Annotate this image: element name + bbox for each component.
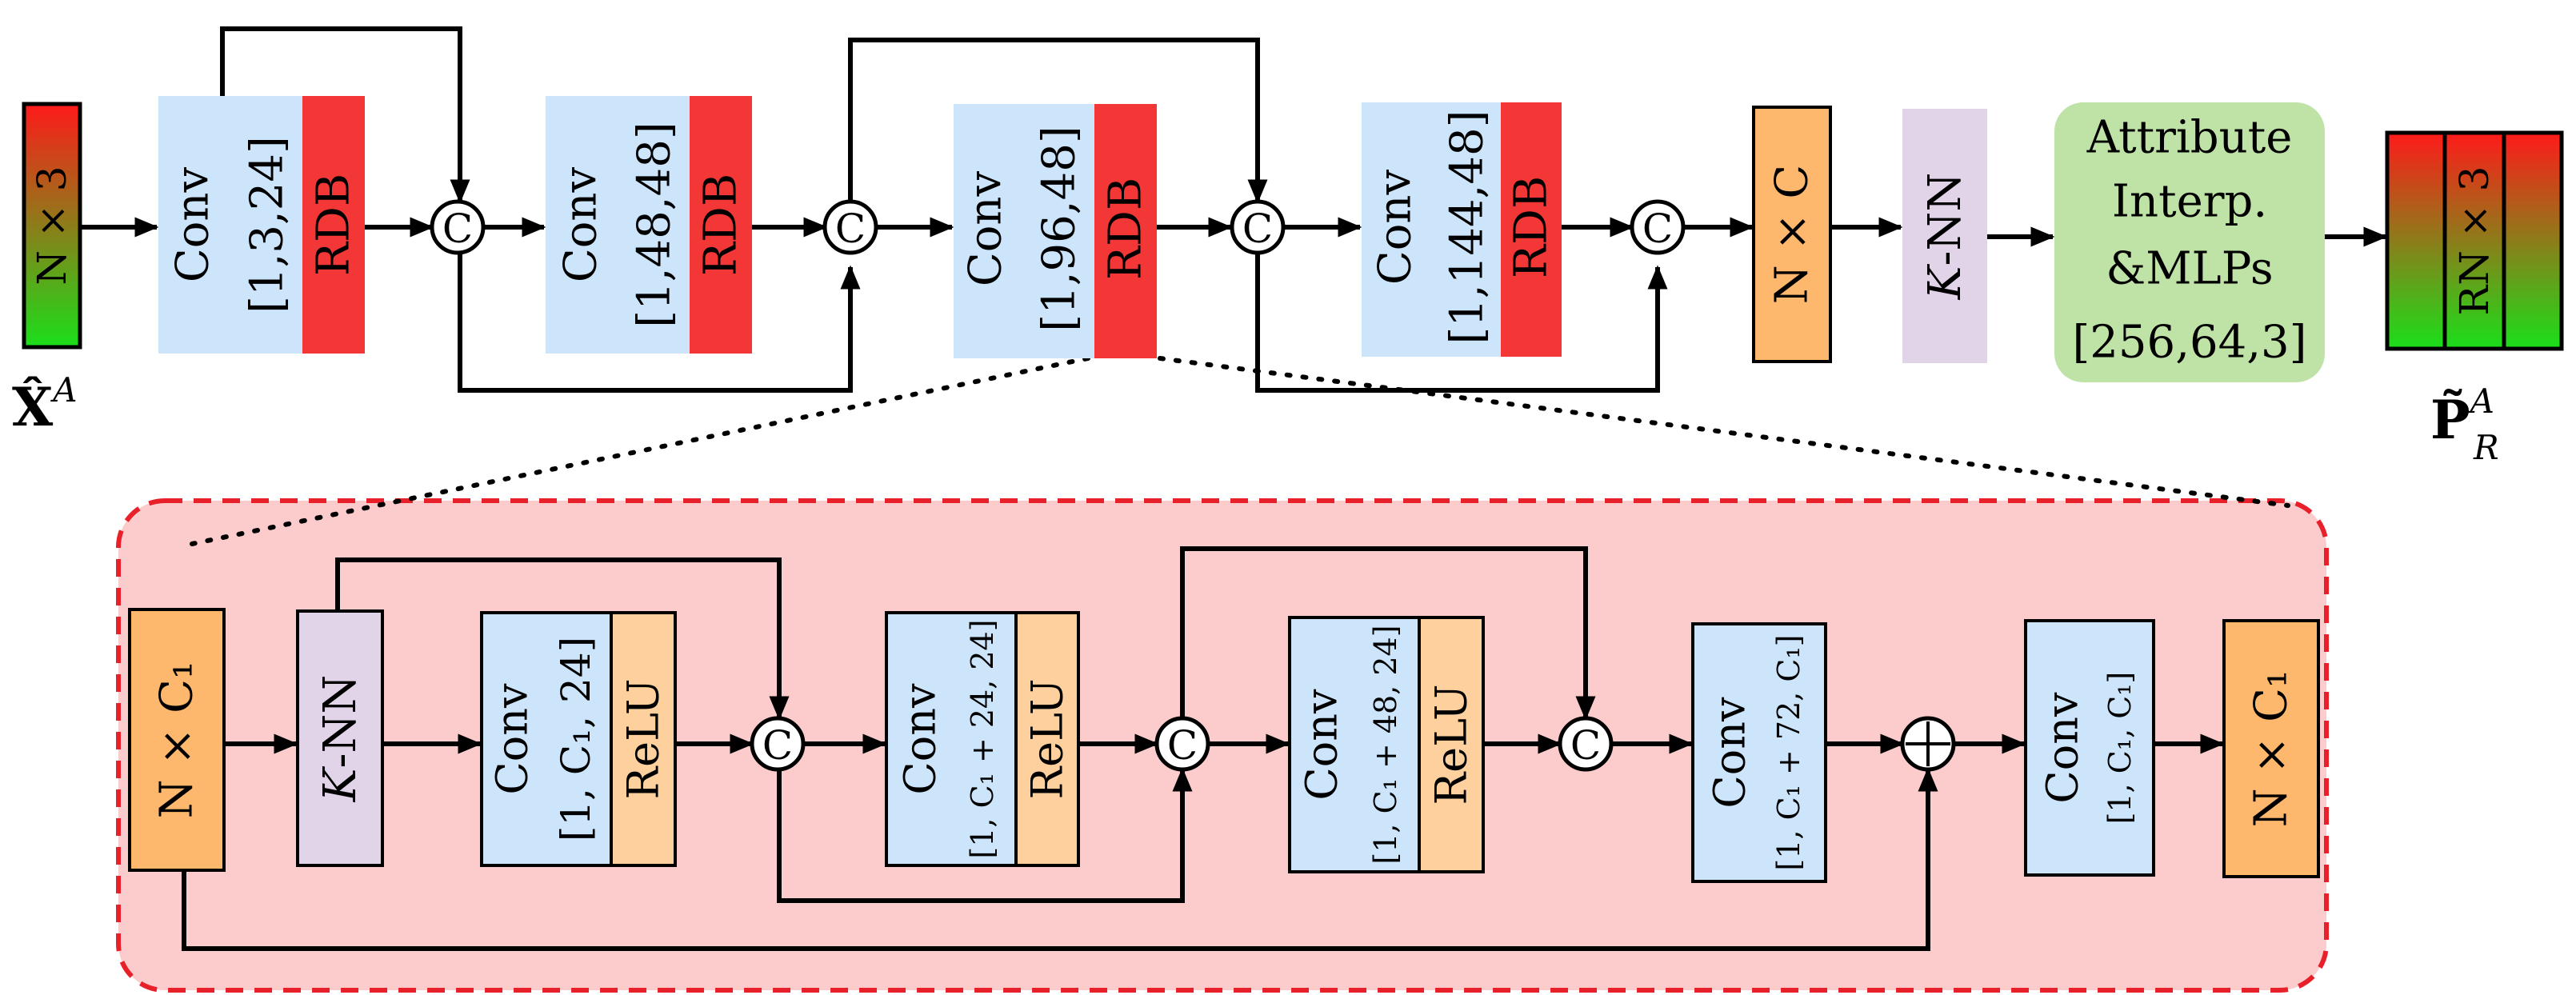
concat-node-2-symbol: C	[835, 206, 866, 252]
concat-node-1-symbol: C	[442, 206, 473, 252]
detail-concat-node-2-symbol: C	[1167, 722, 1198, 769]
attr-line-4: [256,64,3]	[2072, 317, 2306, 369]
detail-conv-block-4	[1691, 622, 1827, 883]
detail-conv-1-title: Conv	[487, 683, 538, 795]
detail-conv-block-3	[1288, 616, 1421, 873]
detail-conv-3-params: [1, C₁ + 48, 24]	[1368, 625, 1403, 864]
detail-knn-label: K-NN	[314, 675, 366, 803]
concat-node-4-symbol: C	[1642, 206, 1673, 252]
concat-node-3-symbol: C	[1242, 206, 1273, 252]
detail-conv-2-params: [1, C₁ + 24, 24]	[965, 619, 1000, 858]
rdb-block-3-label: RDB	[1100, 178, 1152, 280]
detail-nxc1-input-label: N × C₁	[151, 661, 203, 819]
rdb-block-2	[690, 96, 752, 354]
rdb-block-1-label: RDB	[308, 174, 360, 276]
knn-block-label: K-NN	[1919, 173, 1971, 301]
conv-block-1-params: [1,3,24]	[242, 136, 294, 314]
detail-concat-node-1	[750, 716, 806, 772]
output-shape-label: RN × 3	[2451, 166, 2498, 316]
detail-relu-1-label: ReLU	[618, 678, 669, 799]
attribute-interp-block	[2054, 102, 2325, 382]
conv-block-3-params: [1,96,48]	[1034, 126, 1086, 331]
detail-connections	[182, 546, 2225, 951]
knn-block	[1902, 109, 1987, 363]
detail-concat-node-2	[1154, 716, 1210, 772]
conv-block-1	[158, 96, 302, 354]
detail-relu-block-3	[1418, 616, 1485, 873]
conv-block-4	[1362, 102, 1501, 357]
rdb-block-4-label: RDB	[1506, 176, 1558, 278]
detail-conv-4-params: [1, C₁ + 72, C₁]	[1771, 634, 1806, 870]
rdb-block-2-label: RDB	[695, 174, 747, 276]
conv-block-3	[954, 104, 1094, 358]
detail-nxc1-output	[2222, 619, 2320, 878]
detail-knn-block	[296, 609, 384, 867]
detail-nxc1-output-label: N × C₁	[2246, 670, 2298, 828]
output-points-block	[2385, 130, 2564, 351]
rdb-block-3	[1094, 104, 1157, 358]
attr-line-3: &MLPs	[2106, 243, 2273, 295]
nxc-block-label: N × C	[1766, 165, 1818, 304]
rdb-block-1	[302, 96, 365, 354]
attr-line-2: Interp.	[2112, 176, 2267, 228]
conv-block-2	[546, 96, 690, 354]
detail-conv-3-title: Conv	[1297, 689, 1347, 801]
rdb-block-4	[1501, 102, 1562, 357]
attr-line-1: Attribute	[2086, 112, 2293, 164]
conv-block-2-title: Conv	[555, 167, 607, 283]
conv-block-4-params: [1,144,48]	[1442, 110, 1494, 344]
detail-concat-node-3	[1558, 716, 1614, 772]
detail-concat-node-1-symbol: C	[762, 722, 793, 769]
detail-conv-block-5	[2024, 619, 2155, 877]
conv-block-2-params: [1,48,48]	[629, 122, 681, 327]
concat-node-4	[1630, 199, 1686, 255]
detail-nxc1-input	[128, 608, 226, 872]
detail-conv-5-params: [1, C₁, C₁]	[2102, 672, 2138, 825]
detail-conv-block-1	[480, 611, 613, 867]
concat-node-1	[430, 199, 486, 255]
detail-conv-4-title: Conv	[1705, 697, 1755, 809]
nxc-block	[1752, 106, 1832, 363]
input-symbol: X̂A	[12, 370, 78, 438]
detail-conv-5-title: Conv	[2038, 692, 2088, 804]
detail-concat-node-3-symbol: C	[1570, 722, 1601, 769]
conv-block-1-title: Conv	[167, 167, 219, 283]
concat-node-2	[822, 199, 878, 255]
input-points-block	[22, 102, 82, 350]
zoom-line-right	[1158, 356, 2290, 508]
detail-relu-2-label: ReLU	[1022, 678, 1073, 799]
conv-block-4-title: Conv	[1370, 170, 1422, 286]
conv-block-3-title: Conv	[960, 171, 1012, 287]
top-connections	[67, 26, 2388, 393]
detail-conv-2-title: Conv	[895, 683, 946, 795]
detail-relu-3-label: ReLU	[1426, 684, 1477, 805]
concat-node-3	[1230, 199, 1286, 255]
detail-relu-block-2	[1014, 611, 1080, 867]
detail-conv-1-params: [1, C₁, 24]	[553, 637, 599, 841]
detail-relu-block-1	[610, 611, 677, 867]
input-shape-label: N × 3	[29, 166, 75, 285]
